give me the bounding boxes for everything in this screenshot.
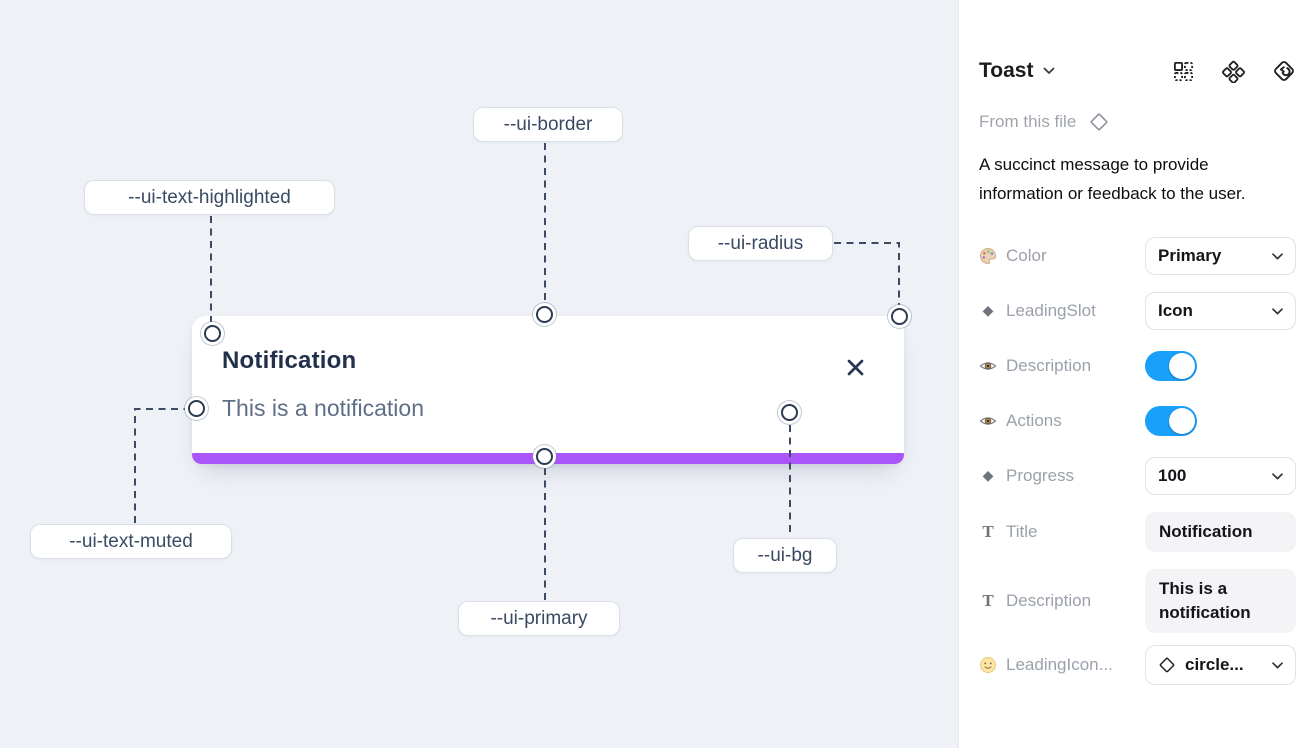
prop-row-leadingicon: LeadingIcon... circle... [979,645,1296,685]
prop-row-description-text: Description This is a notification [979,569,1296,633]
prop-name: LeadingSlot [1006,301,1096,320]
eye-icon [979,357,997,375]
chevron-down-icon [1272,307,1283,314]
progress-select-value: 100 [1158,466,1187,485]
connector-dot-primary [536,448,553,465]
variants-icon[interactable] [1221,59,1246,84]
annotation-pill-ui-text-muted: --ui-text-muted [30,524,232,559]
prop-row-color: Color Primary [979,237,1296,275]
annotation-pill-ui-radius: --ui-radius [688,226,833,261]
header-icon-group [1171,59,1296,84]
connector-dot-radius [891,308,908,325]
prop-row-leadingslot: LeadingSlot Icon [979,292,1296,330]
toast-description: This is a notification [222,395,424,421]
leadingslot-select-value: Icon [1158,301,1193,320]
palette-icon [979,247,997,265]
diamond-icon [979,467,997,485]
annotation-pill-ui-border: --ui-border [473,107,623,142]
prop-name: Actions [1006,411,1062,430]
connector-dot-text-highlighted [204,325,221,342]
color-select-value: Primary [1158,246,1222,265]
prop-name: Title [1006,522,1038,541]
toast-component-preview[interactable]: Notification This is a notification [192,316,904,464]
chevron-down-icon [1044,67,1055,74]
prop-label-description: Description [979,356,1091,376]
prop-name: Description [1006,591,1092,610]
prop-control-title: Notification [1145,512,1296,552]
prop-control-description-text: This is a notification [1145,569,1296,633]
prop-control-progress: 100 [1145,457,1296,495]
prop-row-progress: Progress 100 [979,457,1296,495]
diamond-icon [979,302,997,320]
leadingicon-select[interactable]: circle... [1145,645,1296,685]
color-select[interactable]: Primary [1145,237,1296,275]
component-name-dropdown[interactable]: Toast [979,59,1055,83]
prop-control-description [1145,351,1296,381]
prop-control-leadingslot: Icon [1145,292,1296,330]
annotation-pill-ui-bg: --ui-bg [733,538,837,573]
eye-icon [979,412,997,430]
prop-row-description-toggle: Description [979,347,1296,385]
prop-row-title: Title Notification [979,512,1296,552]
prop-label-actions: Actions [979,411,1062,431]
prop-label-leadingslot: LeadingSlot [979,301,1096,321]
prop-control-color: Primary [1145,237,1296,275]
properties-panel: Toast [958,0,1312,748]
close-icon [847,359,863,375]
text-icon [979,592,997,610]
progress-select[interactable]: 100 [1145,457,1296,495]
toggle-knob [1169,353,1195,379]
leadingslot-select[interactable]: Icon [1145,292,1296,330]
chevron-down-icon [1272,252,1283,259]
prop-name: LeadingIcon... [1006,655,1113,674]
text-icon [979,523,997,541]
source-label: From this file [979,112,1077,131]
prop-name: Description [1006,356,1092,375]
prop-label-color: Color [979,246,1047,266]
description-toggle[interactable] [1145,351,1197,381]
instance-grid-icon[interactable] [1171,59,1196,84]
chevron-down-icon [1272,661,1283,668]
prop-name: Progress [1006,466,1075,485]
toast-close-button[interactable] [844,356,866,378]
toggle-knob [1169,408,1195,434]
return-to-component-icon[interactable] [1271,59,1296,84]
prop-control-actions [1145,406,1296,436]
design-canvas[interactable]: Notification This is a notification --ui… [0,0,958,748]
component-name-label: Toast [979,59,1034,82]
prop-label-title: Title [979,522,1038,542]
annotation-pill-ui-primary: --ui-primary [458,601,620,636]
chevron-down-icon [1272,472,1283,479]
property-list: Color Primary LeadingSlot Icon [979,237,1296,685]
component-description: A succinct message to provide informatio… [979,155,1246,203]
prop-label-description-text: Description [979,591,1091,611]
component-diamond-icon [1090,113,1108,131]
panel-header: Toast [979,56,1296,86]
smiley-icon [979,656,997,674]
leadingicon-select-value: circle... [1185,655,1244,674]
connector-dot-bg [781,404,798,421]
prop-row-actions-toggle: Actions [979,402,1296,440]
title-field[interactable]: Notification [1145,512,1296,552]
prop-label-progress: Progress [979,466,1074,486]
connector-dot-border [536,306,553,323]
prop-name: Color [1006,246,1047,265]
connector-dot-text-muted [188,400,205,417]
prop-control-leadingicon: circle... [1145,645,1296,685]
source-row: From this file [979,111,1296,133]
toast-title: Notification [222,347,357,374]
description-field[interactable]: This is a notification [1145,569,1296,633]
actions-toggle[interactable] [1145,406,1197,436]
instance-diamond-icon [1158,656,1176,674]
annotation-pill-ui-text-highlighted: --ui-text-highlighted [84,180,335,215]
prop-label-leadingicon: LeadingIcon... [979,655,1113,675]
